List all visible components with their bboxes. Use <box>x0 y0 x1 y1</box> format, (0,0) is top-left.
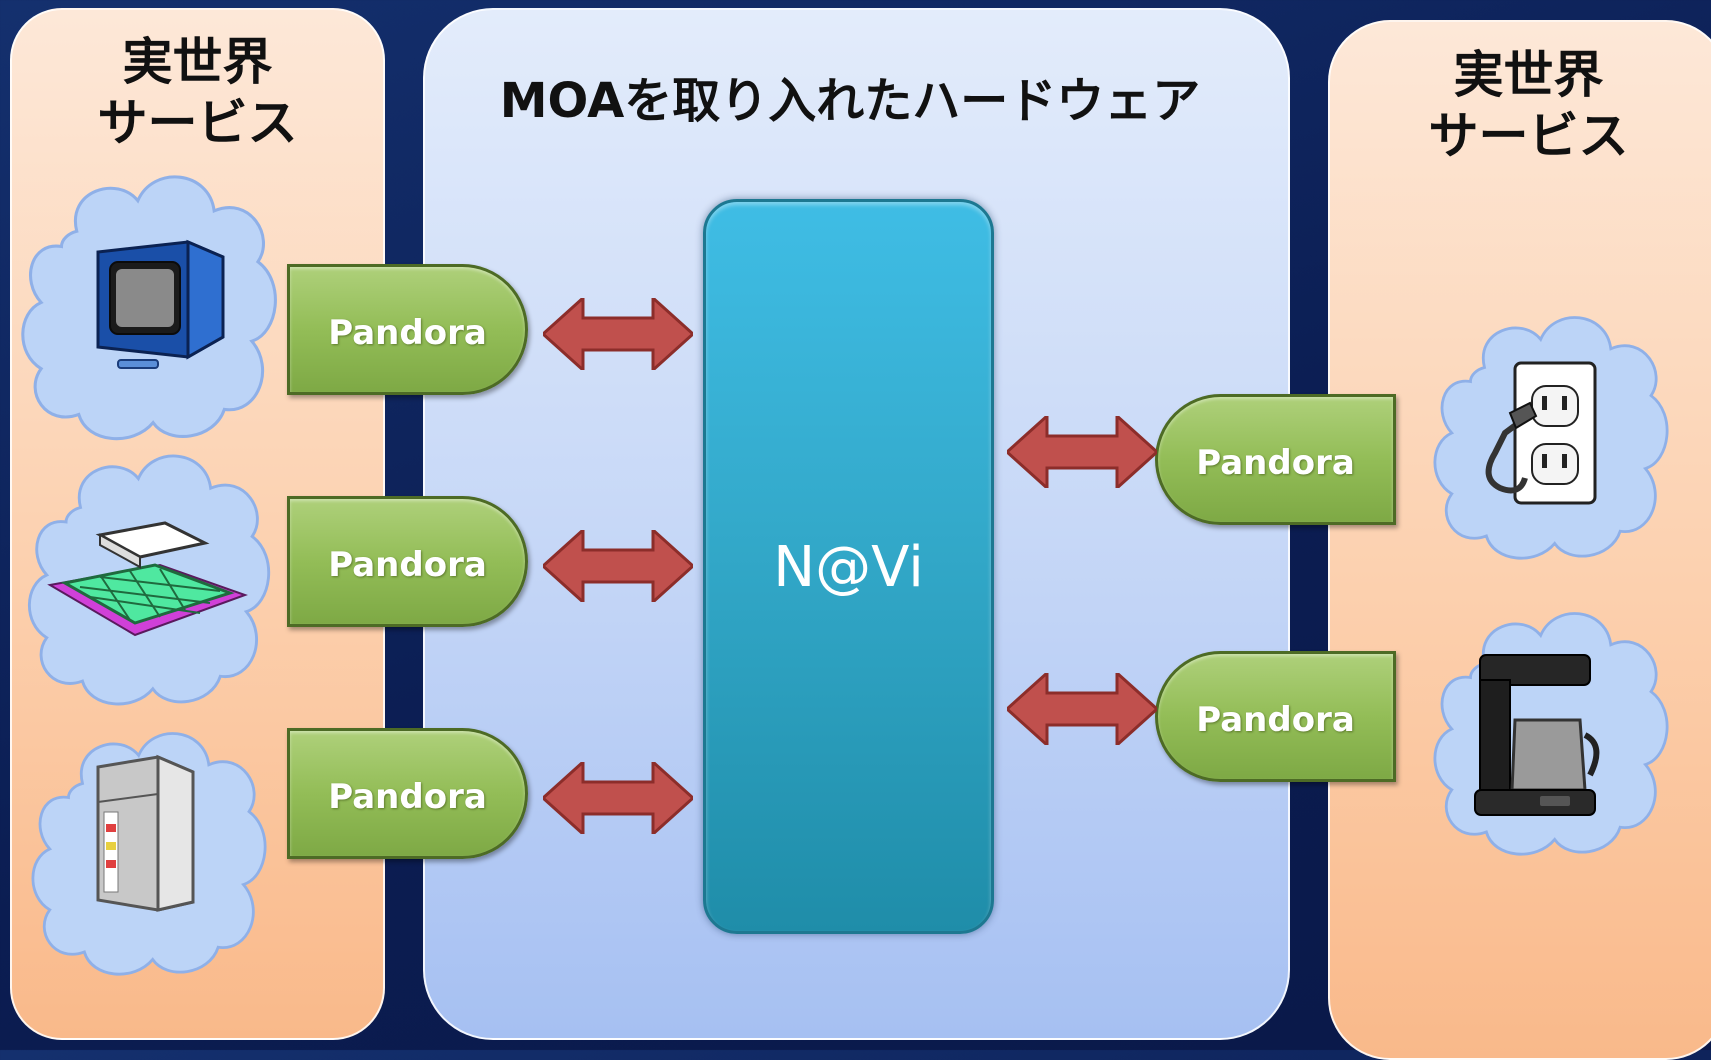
kotatsu-icon <box>47 521 248 637</box>
pandora-module-left-2: Pandora <box>287 496 528 627</box>
center-panel-title: MOAを取り入れたハードウェア <box>499 73 1201 129</box>
tv-icon <box>96 239 225 369</box>
pandora-module-right-1: Pandora <box>1155 394 1396 525</box>
double-arrow-left-2 <box>543 530 693 602</box>
navi-block: N@Vi <box>703 199 994 934</box>
double-arrow-left-3 <box>543 762 693 834</box>
pandora-label: Pandora <box>1196 700 1355 740</box>
navi-label: N@Vi <box>773 535 924 600</box>
pandora-module-left-3: Pandora <box>287 728 528 859</box>
double-arrow-left-1 <box>543 298 693 370</box>
pandora-module-left-1: Pandora <box>287 264 528 395</box>
right-panel-title: 実世界 サービス <box>1336 45 1711 167</box>
coffee-maker-icon <box>1474 654 1600 816</box>
pandora-module-right-2: Pandora <box>1155 651 1396 782</box>
power-outlet-icon <box>1485 361 1597 505</box>
pandora-label: Pandora <box>1196 443 1355 483</box>
pandora-label: Pandora <box>328 545 487 585</box>
double-arrow-right-2 <box>1007 673 1157 745</box>
left-panel-title: 実世界 サービス <box>20 32 375 154</box>
left-title-line2: サービス <box>97 94 298 152</box>
left-title-line1: 実世界 <box>122 33 273 91</box>
pandora-label: Pandora <box>328 313 487 353</box>
pandora-label: Pandora <box>328 777 487 817</box>
refrigerator-icon <box>96 754 195 912</box>
right-title-line1: 実世界 <box>1453 46 1604 104</box>
right-title-line2: サービス <box>1428 107 1629 165</box>
double-arrow-right-1 <box>1007 416 1157 488</box>
